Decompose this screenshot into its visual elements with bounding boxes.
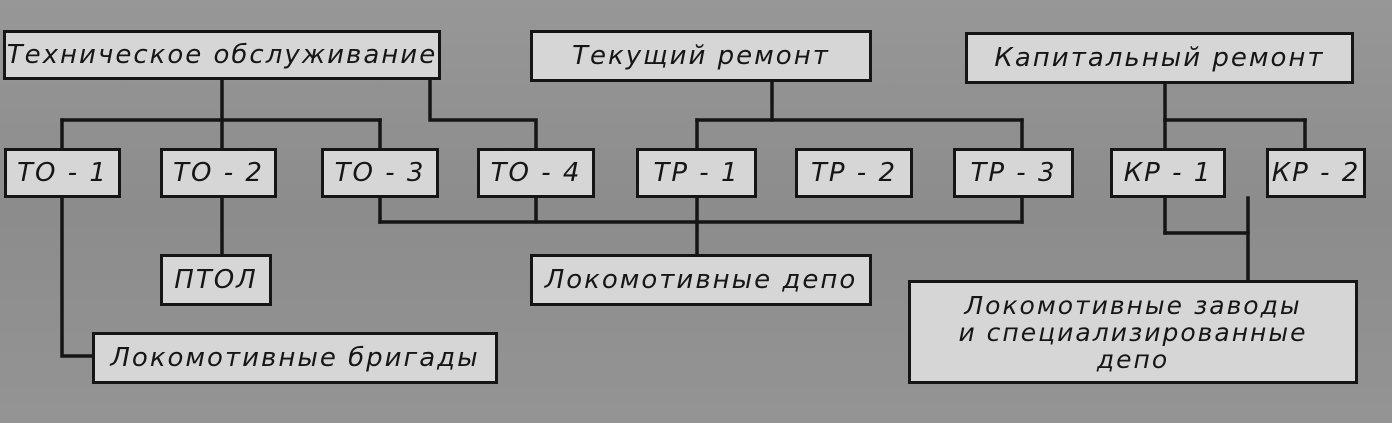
place-label: Локомотивные депо [544, 264, 858, 295]
place-box-locomotive-plants: Локомотивные заводы и специализированные… [908, 280, 1358, 384]
type-label: ТР - 3 [970, 157, 1057, 188]
type-label: ТР - 1 [653, 157, 740, 188]
type-box-kr-2: КР - 2 [1266, 148, 1366, 198]
type-box-kr-1: КР - 1 [1110, 148, 1226, 198]
place-label: ПТОЛ [174, 264, 258, 295]
type-label: ТО - 2 [173, 157, 264, 188]
category-box-capital-repair: Капитальный ремонт [965, 32, 1354, 84]
type-box-tr-1: ТР - 1 [636, 148, 757, 198]
place-box-ptol: ПТОЛ [160, 254, 272, 306]
type-label: КР - 1 [1123, 157, 1213, 188]
type-label: ТО - 1 [17, 157, 108, 188]
type-box-tr-3: ТР - 3 [953, 148, 1074, 198]
place-box-locomotive-crews: Локомотивные бригады [92, 332, 498, 384]
category-label: Техническое обслуживание [6, 39, 438, 70]
category-label: Текущий ремонт [572, 40, 830, 71]
type-label: КР - 2 [1271, 157, 1361, 188]
place-label-line-2: и специализированные [958, 317, 1308, 347]
type-box-to-1: ТО - 1 [4, 148, 121, 198]
category-box-technical-maintenance: Техническое обслуживание [3, 30, 441, 80]
place-label: Локомотивные бригады [110, 342, 480, 373]
place-label-line-3: депо [1096, 344, 1170, 374]
place-box-locomotive-depots: Локомотивные депо [530, 254, 872, 306]
type-box-to-2: ТО - 2 [160, 148, 277, 198]
type-box-tr-2: ТР - 2 [795, 148, 913, 198]
type-label: ТО - 4 [490, 157, 582, 188]
type-box-to-3: ТО - 3 [321, 148, 439, 198]
category-label: Капитальный ремонт [994, 42, 1325, 73]
connector-to4 [428, 76, 538, 150]
type-label: ТР - 2 [810, 157, 897, 188]
category-box-current-repair: Текущий ремонт [530, 30, 872, 82]
place-label-line-1: Локомотивные заводы [964, 290, 1302, 320]
type-box-to-4: ТО - 4 [477, 148, 595, 198]
connector-brigady [60, 196, 94, 358]
type-label: ТО - 3 [334, 157, 426, 188]
